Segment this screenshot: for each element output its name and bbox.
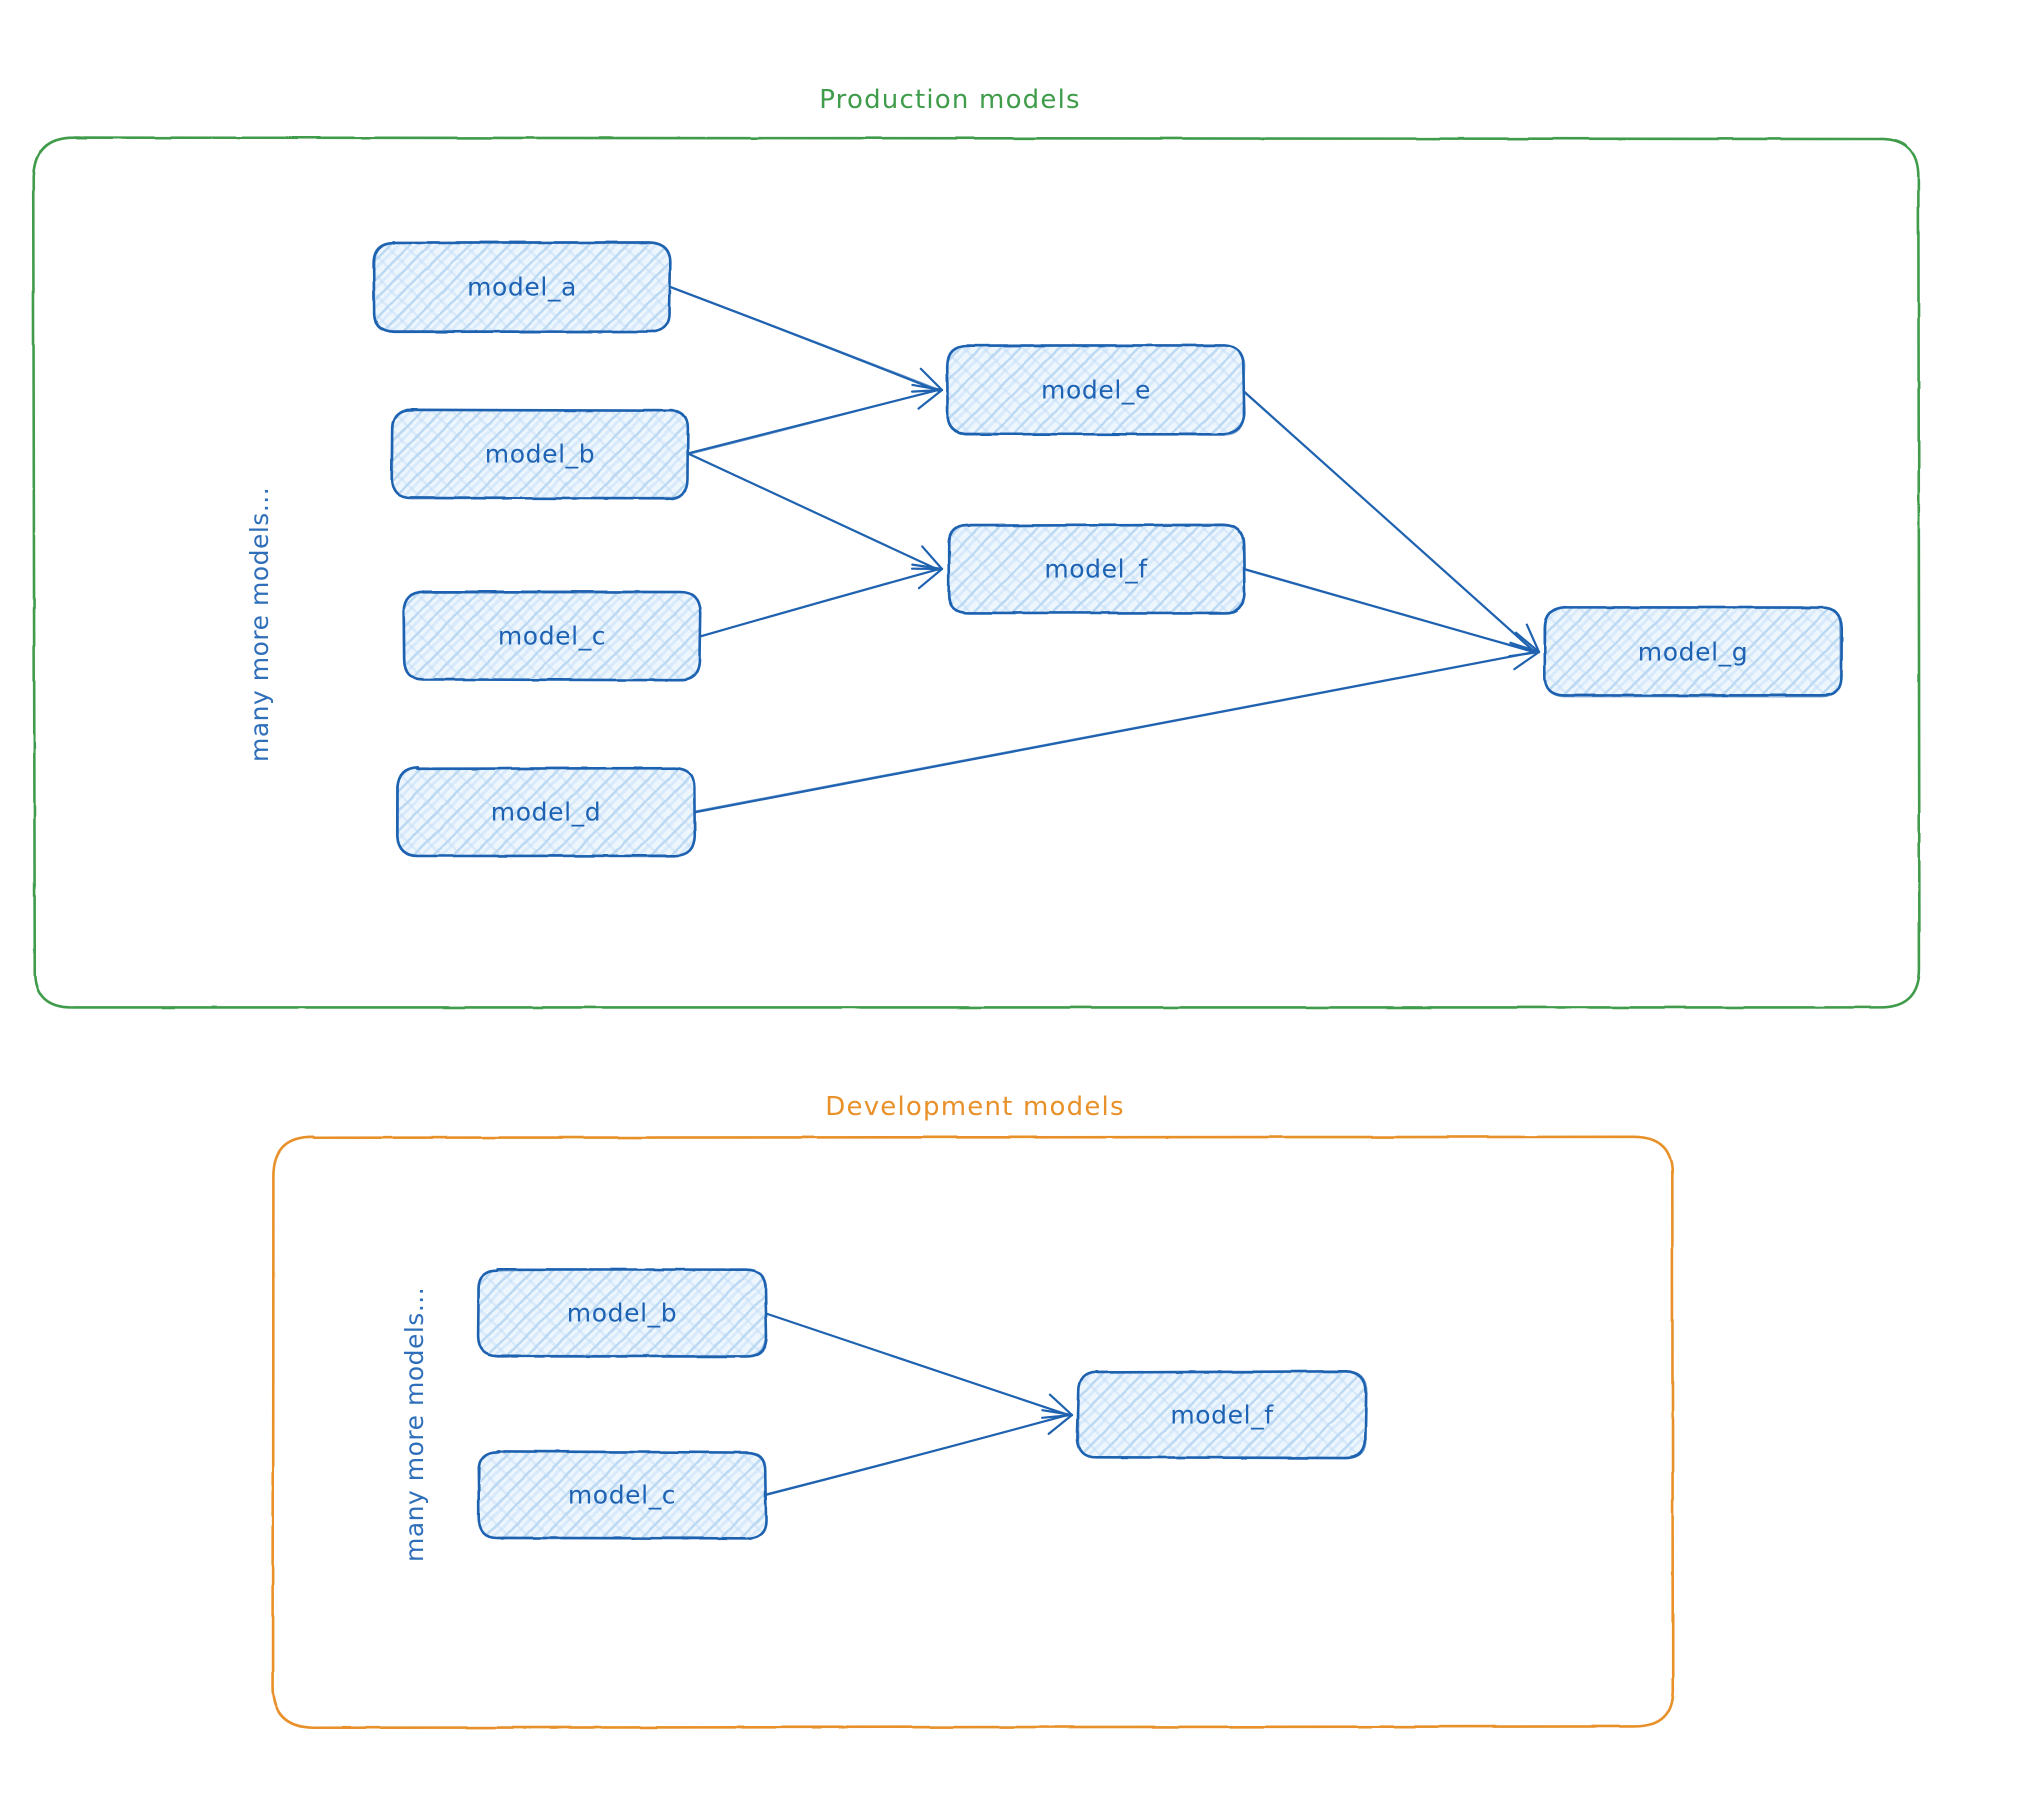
edge-model_f-to-model_g	[1241, 567, 1541, 658]
node-model_f[interactable]	[947, 523, 1246, 615]
node-fill-cross	[1077, 1371, 1367, 1459]
side-label-development: many more models...	[400, 1286, 429, 1562]
node-model_c[interactable]	[402, 590, 702, 682]
edge-model_b-to-model_e	[686, 383, 944, 456]
node-border-2	[1543, 606, 1842, 698]
arrowhead-stroke-1	[1047, 1413, 1074, 1435]
node-border-2	[391, 408, 689, 500]
edge-line	[764, 1414, 1069, 1495]
arrowhead-stroke-0	[1041, 1409, 1074, 1417]
edge-model_d-to-model_g	[693, 644, 1541, 814]
node-fill-cross	[478, 1269, 767, 1357]
group-title-production: Production models	[819, 85, 1081, 115]
node-border-2	[947, 523, 1246, 614]
node-model_a[interactable]	[372, 241, 672, 334]
edge-line	[698, 568, 939, 637]
node-dev_model_b[interactable]	[476, 1267, 768, 1358]
edge-layer	[668, 285, 1541, 1496]
node-fill-cross	[403, 591, 701, 681]
edge-model_e-to-model_g	[1242, 389, 1541, 654]
node-border-2	[1077, 1370, 1368, 1459]
node-fill-cross	[373, 242, 671, 332]
group-container-production	[31, 136, 1921, 1009]
node-fill-cross	[1544, 607, 1842, 696]
arrowhead-stroke-1	[917, 388, 944, 410]
edge-line	[1243, 569, 1536, 652]
node-fill-cross	[391, 409, 688, 499]
edge-line	[764, 1312, 1070, 1416]
group-border-development	[271, 1135, 1675, 1730]
edge-dev_model_c-to-dev_model_f	[764, 1409, 1074, 1496]
node-border-2	[947, 344, 1246, 436]
edge-line	[668, 285, 939, 392]
node-dev_model_f[interactable]	[1076, 1370, 1368, 1460]
node-fill-cross	[478, 1451, 767, 1539]
arrowhead-stroke-1	[917, 567, 944, 590]
arrowhead-stroke-0	[1514, 631, 1541, 654]
arrowhead-stroke-0	[1048, 1393, 1074, 1417]
edge-line	[693, 650, 1536, 812]
edge-line	[688, 453, 938, 570]
edge-model_a-to-model_e	[668, 285, 944, 393]
edge-dev_model_b-to-dev_model_f	[764, 1312, 1074, 1419]
node-model_d[interactable]	[395, 765, 697, 858]
node-border-2	[402, 590, 702, 682]
node-border-2	[397, 766, 696, 858]
edge-line	[1242, 390, 1536, 654]
side-label-production: many more models...	[245, 486, 274, 762]
group-border-production	[31, 136, 1921, 1009]
node-fill-cross	[397, 767, 695, 856]
group-title-development: Development models	[825, 1092, 1125, 1122]
arrowhead-stroke-0	[911, 563, 944, 571]
node-model_e[interactable]	[945, 344, 1246, 436]
arrowhead-stroke-1	[1513, 650, 1541, 671]
arrowhead-stroke-0	[919, 367, 944, 392]
node-border-2	[477, 1268, 768, 1357]
node-layer	[372, 241, 1844, 1540]
edge-line	[668, 285, 939, 390]
node-fill-cross	[947, 345, 1245, 435]
arrowhead-stroke-0	[1525, 623, 1541, 654]
node-fill-cross	[948, 524, 1245, 613]
arrowhead-stroke-0	[911, 383, 944, 392]
group-container-development	[271, 1135, 1675, 1730]
node-border-2	[477, 1450, 768, 1540]
node-border-2	[373, 241, 672, 332]
edge-model_b-to-model_f	[687, 452, 944, 571]
node-model_b[interactable]	[390, 408, 690, 501]
edge-model_c-to-model_f	[698, 563, 944, 638]
arrowhead-stroke-0	[1508, 644, 1541, 654]
node-dev_model_c[interactable]	[477, 1450, 768, 1540]
arrowhead-stroke-0	[921, 545, 944, 571]
node-model_g[interactable]	[1543, 605, 1844, 698]
edge-line	[687, 389, 938, 456]
